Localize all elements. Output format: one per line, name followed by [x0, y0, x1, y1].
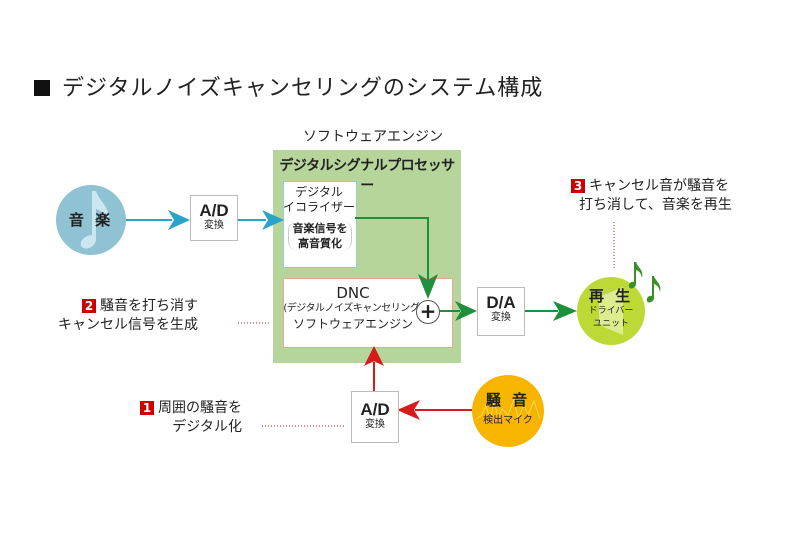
dnc-engine-label: ソフトウェアエンジン — [292, 317, 413, 331]
noise-sub: 検出マイク — [483, 415, 533, 426]
music-label: 音 楽 — [68, 211, 114, 229]
dnc-label: DNC (デジタルノイズキャンセリング) ソフトウェアエンジン — [283, 284, 423, 332]
step-3-line1: キャンセル音が騒音を — [589, 178, 729, 194]
step-2-line2: キャンセル信号を生成 — [58, 317, 198, 333]
ad-converter-noise: A/D 変換 — [351, 391, 399, 443]
ad-converter-sub: 変換 — [204, 220, 224, 231]
step-2-badge: 2 — [82, 299, 96, 313]
da-converter-sub: 変換 — [491, 312, 511, 323]
arrow-ad-to-dnc — [364, 346, 384, 391]
playback-sub-line1: ドライバー — [588, 306, 634, 316]
equalizer-note-line2: 高音質化 — [298, 237, 342, 250]
diagram-title: デジタルノイズキャンセリングのシステム構成 — [34, 70, 543, 102]
equalizer-note: 音楽信号を 高音質化 — [288, 221, 352, 251]
music-source-node: 音 楽 — [56, 185, 126, 255]
arrow-music-to-ad — [126, 210, 190, 230]
arrow-ad-to-equalizer — [236, 210, 284, 230]
da-converter: D/A 変換 — [477, 287, 525, 336]
dsp-label: デジタルシグナルプロセッサー — [279, 158, 455, 194]
playback-sub-line2: ユニット — [592, 319, 629, 329]
step-1-badge: 1 — [140, 401, 154, 415]
arrow-noise-to-ad — [397, 400, 472, 420]
playback-label: 再 生 — [588, 287, 634, 305]
step-2-annotation: 2 騒音を打ち消す キャンセル信号を生成 — [40, 297, 198, 335]
title-text: デジタルノイズキャンセリングのシステム構成 — [62, 76, 544, 101]
noise-mic-node: 騒 音 検出マイク — [472, 375, 544, 447]
step-1-annotation: 1 周囲の騒音を デジタル化 — [140, 399, 242, 437]
arrow-mixer-to-da — [438, 301, 477, 321]
dnc-subtitle: (デジタルノイズキャンセリング) — [283, 303, 423, 314]
equalizer-title-line1: デジタル — [295, 185, 343, 199]
step-1-line1: 周囲の騒音を — [158, 400, 242, 416]
software-engine-label: ソフトウェアエンジン — [303, 129, 443, 145]
music-note-icon — [80, 191, 109, 249]
step-3-badge: 3 — [571, 179, 585, 193]
equalizer-note-line1: 音楽信号を — [292, 222, 348, 235]
playback-driver-node: 再 生 ドライバー ユニット — [577, 277, 645, 345]
music-notes-icon — [628, 262, 661, 303]
waveform-icon — [475, 397, 541, 422]
arrow-da-to-playback — [523, 301, 577, 321]
playback-sub: ドライバー ユニット — [577, 305, 645, 331]
ad-converter-label: A/D — [199, 201, 229, 220]
dnc-title: DNC — [336, 284, 370, 302]
ad-converter-label: A/D — [360, 400, 390, 419]
step-2-line1: 騒音を打ち消す — [100, 298, 198, 314]
step-3-line2: 打ち消して、音楽を再生 — [579, 197, 732, 213]
speaker-icon — [599, 287, 623, 335]
step-1-line2: デジタル化 — [172, 419, 242, 435]
arrow-equalizer-to-mixer — [355, 217, 438, 299]
title-square-icon — [34, 80, 50, 96]
step-3-annotation: 3 キャンセル音が騒音を 打ち消して、音楽を再生 — [571, 177, 732, 215]
equalizer-title: デジタル イコライザー — [283, 185, 355, 215]
da-converter-label: D/A — [486, 293, 516, 312]
ad-converter-music: A/D 変換 — [190, 195, 238, 241]
ad-converter-sub: 変換 — [365, 419, 385, 430]
equalizer-title-line2: イコライザー — [283, 200, 356, 214]
noise-label: 騒 音 — [485, 391, 531, 409]
mixer-plus-icon: + — [416, 300, 440, 324]
